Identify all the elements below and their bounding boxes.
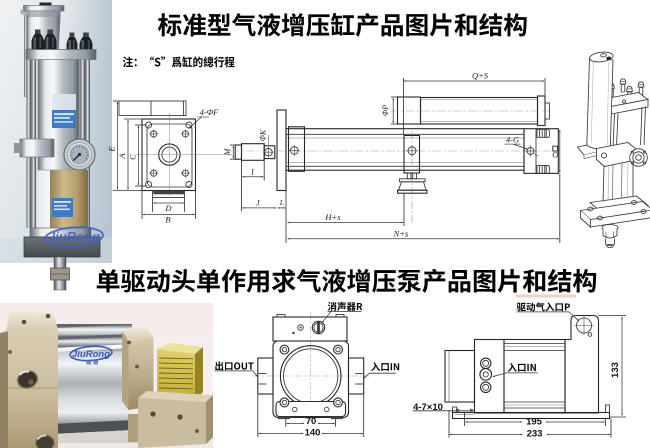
svg-text:ΦP: ΦP [381, 105, 390, 116]
svg-text:C: C [128, 154, 138, 160]
svg-text:L: L [279, 198, 284, 207]
svg-text:N+s: N+s [393, 228, 409, 238]
svg-text:140: 140 [305, 428, 321, 439]
svg-text:J: J [256, 198, 260, 207]
svg-text:H+s: H+s [324, 212, 341, 222]
svg-text:70: 70 [306, 416, 317, 427]
svg-text:JiuRong: JiuRong [72, 349, 110, 360]
svg-text:M: M [223, 147, 232, 156]
svg-text:195: 195 [526, 417, 543, 428]
svg-text:JiuRong: JiuRong [48, 229, 100, 244]
svg-text:E: E [107, 146, 117, 153]
svg-text:O: O [552, 150, 558, 160]
svg-text:233: 233 [527, 429, 543, 440]
svg-text:B: B [165, 215, 170, 225]
svg-text:I: I [250, 167, 254, 176]
svg-text:D: D [164, 203, 172, 213]
svg-text:4-ΦF: 4-ΦF [200, 107, 220, 117]
svg-text:Q+S: Q+S [472, 71, 489, 81]
svg-text:4-G: 4-G [506, 135, 519, 145]
svg-text:A: A [117, 153, 127, 160]
svg-text:4-7×10: 4-7×10 [413, 402, 443, 413]
svg-text:ΦK: ΦK [258, 129, 267, 141]
svg-text:133: 133 [610, 362, 621, 378]
